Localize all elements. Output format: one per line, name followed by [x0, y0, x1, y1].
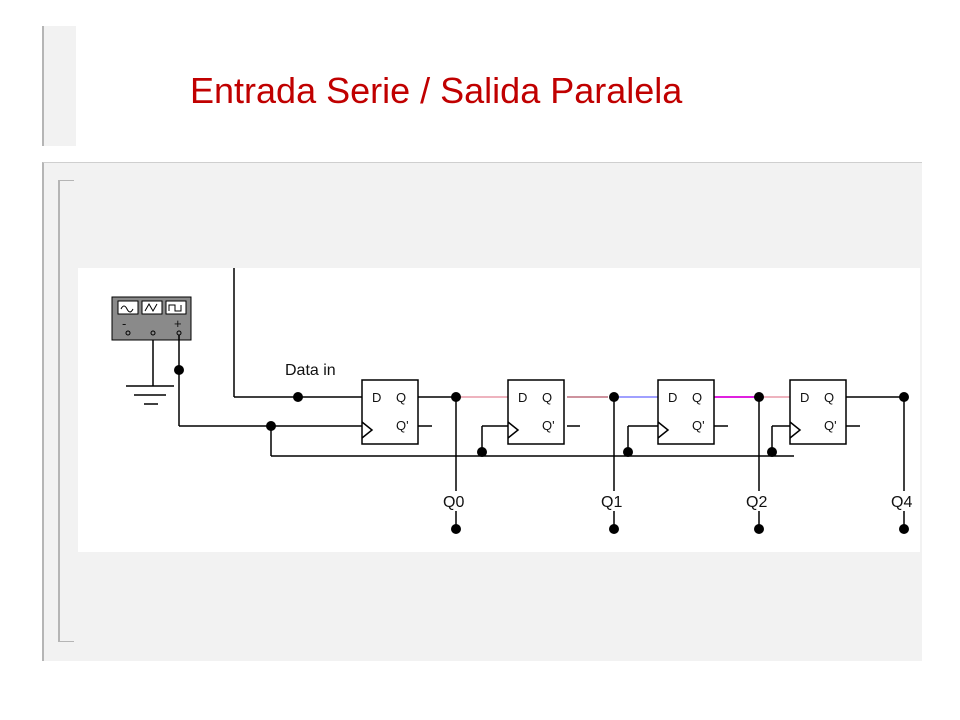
- function-generator: - +: [111, 296, 192, 341]
- circuit-background: [78, 268, 920, 552]
- circuit-diagram: - +: [78, 268, 920, 552]
- ff1-qn-label: Q': [396, 418, 409, 433]
- sine-wave-icon: [117, 300, 139, 315]
- output-q1-label: Q1: [601, 494, 622, 511]
- junction-dots: [174, 365, 909, 534]
- ff3-d-label: D: [668, 390, 677, 405]
- ff3-q-label: Q: [692, 390, 702, 405]
- clock-triangle-icon: [789, 421, 802, 439]
- generator-minus-label: -: [122, 316, 126, 331]
- ff3-qn-label: Q': [692, 418, 705, 433]
- ff1-d-label: D: [372, 390, 381, 405]
- flipflop-2: D Q Q': [507, 379, 565, 445]
- clock-triangle-icon: [507, 421, 520, 439]
- ff4-qn-label: Q': [824, 418, 837, 433]
- title-frame: [42, 26, 76, 146]
- inner-rule: [58, 180, 74, 642]
- data-in-label: Data in: [285, 362, 336, 379]
- output-q2-label: Q2: [746, 494, 767, 511]
- flipflop-3: D Q Q': [657, 379, 715, 445]
- clock-triangle-icon: [361, 421, 374, 439]
- flipflop-4: D Q Q': [789, 379, 847, 445]
- ff1-q-label: Q: [396, 390, 406, 405]
- ff2-q-label: Q: [542, 390, 552, 405]
- output-q4-label: Q4: [891, 494, 912, 511]
- page-title: Entrada Serie / Salida Paralela: [190, 70, 683, 111]
- generator-plus-label: +: [174, 316, 182, 331]
- output-q0-label: Q0: [443, 494, 464, 511]
- ff2-qn-label: Q': [542, 418, 555, 433]
- flipflop-1: D Q Q': [361, 379, 419, 445]
- clock-triangle-icon: [657, 421, 670, 439]
- ground-symbol: [126, 340, 174, 405]
- ff4-q-label: Q: [824, 390, 834, 405]
- triangle-wave-icon: [141, 300, 163, 315]
- ff4-d-label: D: [800, 390, 809, 405]
- ff2-d-label: D: [518, 390, 527, 405]
